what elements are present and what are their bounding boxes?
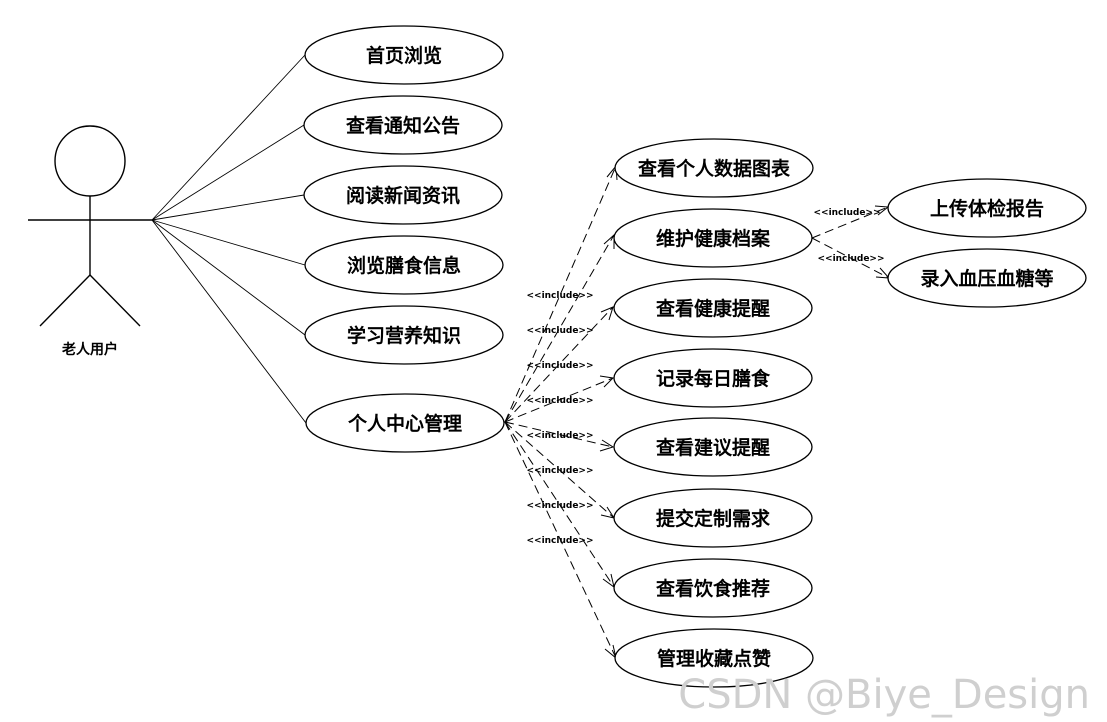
use-case-advice-reminder[interactable]: 查看建议提醒 [613,417,813,477]
use-case-ellipse[interactable] [887,248,1087,308]
actor-elderly-user: 老人用户 [28,125,152,358]
include-line-advice-reminder [504,421,614,448]
include-label-health-record: <<include>> [526,326,593,336]
use-case-ellipse[interactable] [304,25,504,85]
use-case-label: 提交定制需求 [656,507,771,530]
include-arrow-diet-recommend [602,573,615,589]
include-line-diet-recommend [504,421,615,588]
use-case-ellipse[interactable] [304,235,504,295]
include-line-blood-pressure [811,237,890,279]
include-arrow-advice-reminder [599,439,615,452]
use-case-label: 上传体检报告 [930,197,1044,220]
include-label-upload-report: <<include>> [813,208,880,218]
use-case-upload-report[interactable]: 上传体检报告 [887,178,1087,238]
use-case-notice[interactable]: 查看通知公告 [303,95,503,155]
use-case-custom-request[interactable]: 提交定制需求 [613,488,813,548]
include-label-data-charts: <<include>> [526,291,593,301]
include-line-custom-request [504,421,615,519]
use-case-label: 阅读新闻资讯 [346,184,460,207]
use-case-ellipse[interactable] [304,305,504,365]
actor-head [54,125,126,197]
include-labels: <<include>> <<include>> <<include>> <<in… [526,208,884,546]
association-notice [151,124,305,221]
use-case-label: 记录每日膳食 [656,367,771,390]
association-diet-info [151,219,306,266]
use-case-health-record[interactable]: 维护健康档案 [613,208,813,268]
include-arrow-health-reminder [600,306,614,321]
use-case-blood-pressure[interactable]: 录入血压血糖等 [887,248,1087,308]
use-case-label: 查看通知公告 [345,114,460,137]
use-case-ellipse[interactable] [887,178,1087,238]
include-label-diet-recommend: <<include>> [526,501,593,511]
actor-right-leg [89,274,141,327]
include-line-health-reminder [504,306,614,423]
use-case-label: 学习营养知识 [347,324,461,347]
include-label-custom-request: <<include>> [526,466,593,476]
include-line-daily-diet [504,377,614,423]
use-case-daily-diet[interactable]: 记录每日膳食 [613,348,813,408]
actor-label: 老人用户 [62,341,118,358]
use-case-label: 查看个人数据图表 [637,157,791,180]
include-line-data-charts [504,165,617,423]
use-case-ellipse[interactable] [613,348,813,408]
use-case-label: 维护健康档案 [656,227,771,250]
use-case-ellipse[interactable] [613,488,813,548]
use-case-diet-info[interactable]: 浏览膳食信息 [304,235,504,295]
include-arrow-blood-pressure [875,267,891,279]
use-case-home[interactable]: 首页浏览 [304,25,504,85]
use-case-label: 浏览膳食信息 [347,254,461,277]
use-case-favorites[interactable]: 管理收藏点赞 [614,628,814,688]
use-case-ellipse[interactable] [614,138,814,198]
association-news [151,194,305,221]
use-case-ellipse[interactable] [305,393,505,453]
use-case-label: 管理收藏点赞 [657,647,771,670]
use-case-news[interactable]: 阅读新闻资讯 [303,165,503,225]
use-case-label: 查看建议提醒 [655,436,770,459]
association-nutrition [151,219,306,336]
actor-associations [151,54,307,424]
use-case-label: 首页浏览 [366,44,442,67]
use-case-label: 个人中心管理 [347,412,462,435]
use-case-ellipse[interactable] [614,628,814,688]
use-case-health-reminder[interactable]: 查看健康提醒 [613,278,813,338]
use-case-data-charts[interactable]: 查看个人数据图表 [614,138,814,198]
include-arrow-daily-diet [599,375,615,388]
actor-left-leg [39,274,91,327]
use-case-personal-center[interactable]: 个人中心管理 [305,393,505,453]
watermark: CSDN @Biye_Design [678,672,1090,718]
include-label-favorites: <<include>> [526,536,593,546]
use-case-diet-recommend[interactable]: 查看饮食推荐 [613,558,813,618]
association-home [151,54,306,221]
use-case-ellipse[interactable] [613,417,813,477]
include-arrow-favorites [604,644,617,660]
use-case-ellipse[interactable] [303,95,503,155]
use-case-ellipse[interactable] [613,208,813,268]
use-case-ellipse[interactable] [303,165,503,225]
use-case-ellipse[interactable] [613,278,813,338]
include-line-favorites [504,421,617,659]
use-case-nutrition[interactable]: 学习营养知识 [304,305,504,365]
use-case-label: 录入血压血糖等 [920,267,1053,290]
association-personal-center [151,219,307,424]
include-label-daily-diet: <<include>> [526,396,593,406]
include-label-health-reminder: <<include>> [526,361,593,371]
use-case-ellipse[interactable] [613,558,813,618]
use-case-label: 查看健康提醒 [655,297,770,320]
use-case-label: 查看饮食推荐 [655,577,770,600]
include-line-health-record [504,234,615,423]
include-label-blood-pressure: <<include>> [817,254,884,264]
include-label-advice-reminder: <<include>> [526,431,593,441]
